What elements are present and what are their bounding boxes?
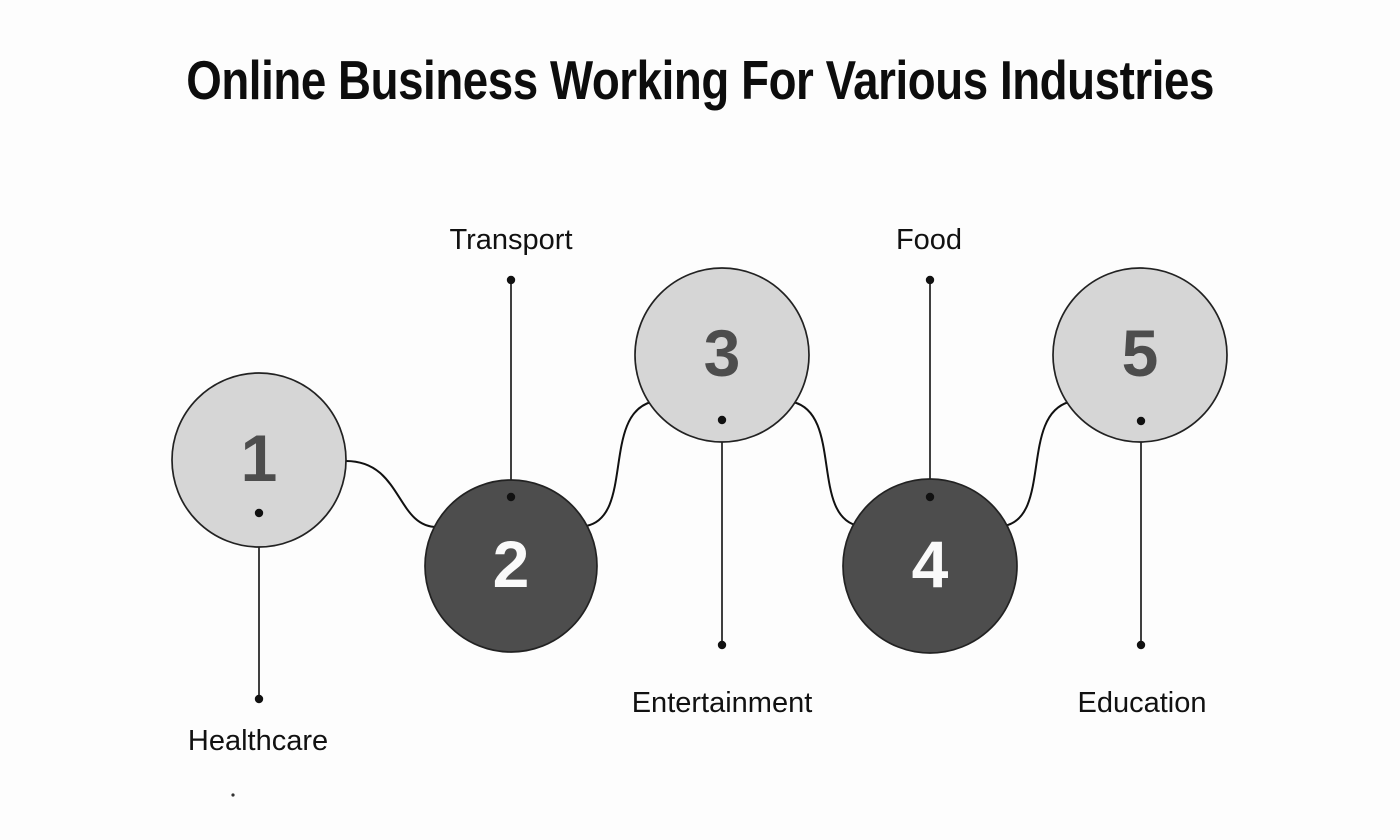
connector-step1-step2 [345,460,438,528]
leader-education [1136,416,1146,650]
label-food: Food [896,224,962,256]
label-education: Education [1078,687,1207,719]
leader-dot-transport-start [506,275,516,285]
step-1-circle [171,372,347,548]
leader-dot-transport-end-top [506,492,516,502]
step-2-circle [424,479,598,653]
leader-dot-entertainment-end [717,640,727,650]
leader-dot-food-end-top [925,492,935,502]
leader-dot-education-start-top [1136,416,1146,426]
leader-dot-food-start [925,275,935,285]
label-transport: Transport [449,224,572,256]
leader-transport [506,275,516,502]
leader-dot-healthcare-start-top [254,508,264,518]
page-title-text: Online Business Working For Various Indu… [186,49,1214,111]
stray-dot [231,793,235,797]
leader-dot-education-end [1136,640,1146,650]
step-4-circle [842,478,1018,654]
label-healthcare: Healthcare [188,725,328,757]
connector-step4-step5 [1003,401,1070,527]
step-1-number: 1 [241,421,278,495]
step-2-number: 2 [493,527,530,601]
label-entertainment: Entertainment [632,687,813,719]
leader-entertainment [717,415,727,650]
step-5-number: 5 [1122,316,1159,390]
connector-step3-step4 [792,401,860,527]
connector-step2-step3 [585,401,652,527]
page-title: Online Business Working For Various Indu… [0,53,1400,108]
step-3-number: 3 [704,316,741,390]
step-4-number: 4 [912,527,949,601]
leader-food [925,275,935,502]
step-3-circle [634,267,810,443]
step-5-circle [1052,267,1228,443]
leader-dot-entertainment-start-top [717,415,727,425]
leader-dot-healthcare-end [254,694,264,704]
